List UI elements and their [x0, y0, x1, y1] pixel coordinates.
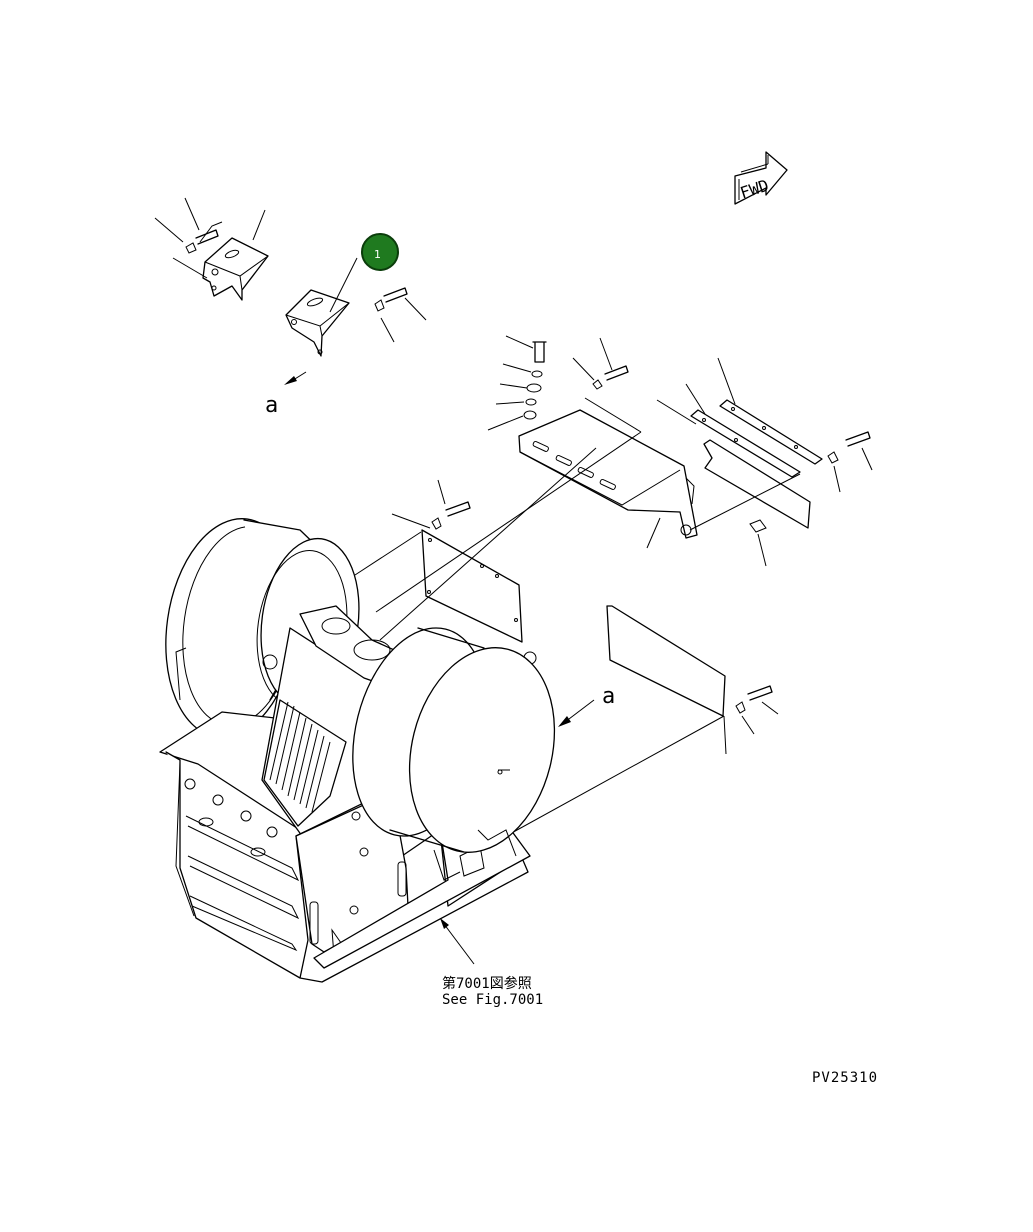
- right-side-plate: [606, 605, 779, 755]
- view-label-right: a: [602, 684, 615, 709]
- assembly-leader-lines: [354, 431, 725, 836]
- part-1-bracket: [285, 257, 427, 357]
- right-strips: [656, 357, 873, 567]
- drawing-number: PV25310: [812, 1070, 878, 1086]
- fwd-arrow-icon: FWD: [734, 151, 788, 205]
- jaw-crusher-body: [159, 518, 556, 983]
- center-cover-plate: [518, 337, 698, 549]
- view-arrow-a-top: a: [265, 371, 307, 418]
- reference-arrow: [440, 918, 475, 965]
- reference-text-en: See Fig.7001: [442, 992, 543, 1008]
- front-wall-bolts: [184, 778, 369, 915]
- top-left-bracket: [154, 197, 269, 301]
- callout-1-label: 1: [374, 248, 381, 261]
- fastener-stack: [487, 335, 547, 431]
- reference-text-jp: 第7001図参照: [442, 975, 532, 992]
- view-label-top: a: [265, 393, 278, 418]
- view-arrow-a-right: a: [558, 684, 615, 727]
- callout-1-marker[interactable]: 1: [361, 233, 399, 271]
- left-upper-plate: [391, 479, 523, 643]
